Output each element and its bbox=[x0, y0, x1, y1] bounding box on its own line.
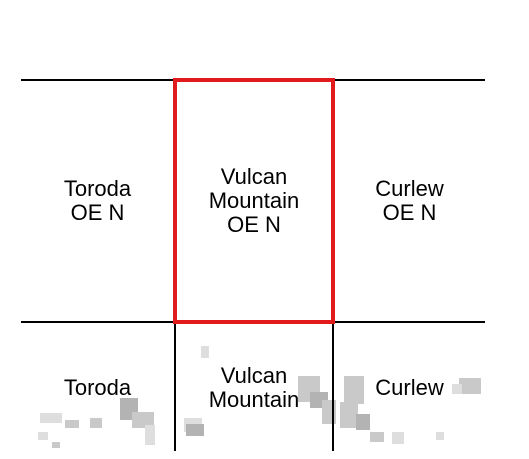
selected-quad-highlight bbox=[173, 78, 335, 324]
quad-vulcan-mountain-oe-n[interactable]: Vulcan Mountain OE N bbox=[176, 81, 332, 321]
quad-label: Mountain bbox=[208, 188, 300, 213]
quad-toroda[interactable]: Toroda bbox=[21, 323, 174, 453]
quad-label: OE N bbox=[70, 200, 125, 225]
quad-label: Curlew bbox=[375, 176, 444, 201]
quad-label: Curlew bbox=[375, 375, 444, 400]
quad-label: Vulcan bbox=[220, 164, 288, 189]
quad-label: Mountain bbox=[208, 387, 300, 412]
quad-curlew[interactable]: Curlew bbox=[334, 323, 485, 453]
quad-vulcan-mountain[interactable]: Vulcan Mountain bbox=[176, 323, 332, 453]
quad-curlew-oe-n[interactable]: Curlew OE N bbox=[334, 81, 485, 321]
quad-label: Vulcan bbox=[220, 363, 288, 388]
quad-label: OE N bbox=[382, 200, 437, 225]
quad-label: OE N bbox=[227, 212, 281, 237]
quad-label: Toroda bbox=[63, 176, 132, 201]
quad-label: Toroda bbox=[63, 375, 132, 400]
quad-toroda-oe-n[interactable]: Toroda OE N bbox=[21, 81, 174, 321]
